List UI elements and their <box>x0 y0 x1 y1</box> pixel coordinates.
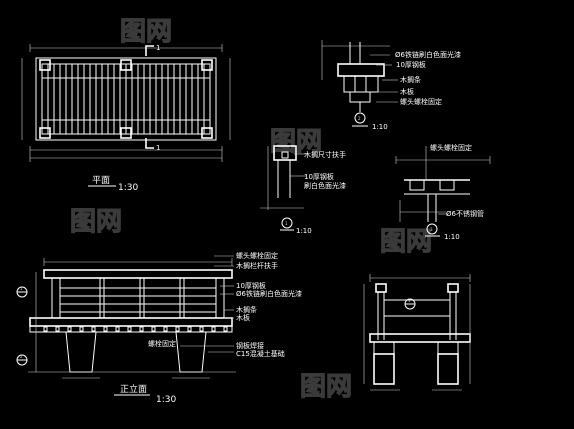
watermark-text: 图网 <box>300 372 352 402</box>
annotation: 螺头螺栓固定 <box>430 143 472 152</box>
elevation-title: 正立面 <box>120 383 147 395</box>
annotation: 螺头螺栓固定 <box>236 251 278 260</box>
bolt-mark <box>163 326 168 332</box>
plan-scale: 1:30 <box>118 183 138 193</box>
elevation-scale: 1:30 <box>156 395 176 405</box>
annotation: 钢板焊接 <box>236 341 264 350</box>
bolt-mark <box>127 326 132 332</box>
watermark-text: 图网 <box>380 227 432 257</box>
annotation: 木板 <box>400 87 414 96</box>
section-mark-label: 1 <box>156 44 160 52</box>
annotation: 10厚钢板 <box>304 172 334 181</box>
reference-marker: 2 <box>20 354 23 359</box>
bolt-mark <box>103 326 108 332</box>
bolt-mark <box>211 326 216 332</box>
annotation: Ø6铁链刷白色面光漆 <box>395 50 461 59</box>
annotation: 10厚钢板 <box>236 281 266 290</box>
annotation: 刷白色面光漆 <box>304 181 346 190</box>
plan-title: 平面 <box>92 175 110 186</box>
bolt-mark <box>43 326 48 332</box>
annotation: 木板 <box>236 313 250 322</box>
bolt-mark <box>151 326 156 332</box>
reference-marker: 1 <box>408 298 411 303</box>
bolt-mark <box>67 326 72 332</box>
annotation: Ø6铁链刷白色面光漆 <box>236 289 302 298</box>
plan-view: 1 1 平面 1:30 <box>21 44 231 193</box>
watermark-text: 图网 <box>120 17 172 47</box>
bolt-mark <box>175 326 180 332</box>
annotation: 螺栓固定 <box>148 339 176 348</box>
bolt-mark <box>139 326 144 332</box>
side-section: 1 <box>363 274 471 391</box>
annotation: 10厚钢板 <box>396 60 426 69</box>
bolt-mark <box>199 326 204 332</box>
annotation: 木搁条 <box>236 305 257 314</box>
detail-2: 木搁尺寸扶手 10厚钢板 刷白色面光漆 1 1:10 <box>260 145 346 235</box>
watermark-text: 图网 <box>70 207 122 237</box>
detail-scale: 1:10 <box>444 233 460 241</box>
detail-scale: 1:10 <box>372 123 388 131</box>
detail-scale: 1:10 <box>296 227 312 235</box>
section-mark-label: 1 <box>156 144 160 152</box>
bolt-mark <box>223 326 228 332</box>
front-elevation: 1 2 螺头螺栓固定 木搁栏杆扶手 10厚钢板 Ø6铁链刷白色面光漆 木搁条 木… <box>16 251 302 405</box>
annotation: 木搁条 <box>400 75 421 84</box>
detail-3: 螺头螺栓固定 Ø6不锈钢管 3 1:10 <box>395 143 491 241</box>
reference-marker: 1 <box>20 286 23 291</box>
bolt-mark <box>115 326 120 332</box>
watermark-layer: 图网 图网 图网 图网 图网 <box>69 16 432 402</box>
annotation: 木搁栏杆扶手 <box>236 261 278 270</box>
annotation: 螺头螺栓固定 <box>400 97 442 106</box>
detail-marker: 3 <box>430 227 433 232</box>
bolt-mark <box>55 326 60 332</box>
detail-1: Ø6铁链刷白色面光漆 10厚钢板 木搁条 木板 螺头螺栓固定 2 1:10 <box>321 40 461 131</box>
bolt-mark <box>79 326 84 332</box>
annotation: Ø6不锈钢管 <box>446 209 484 218</box>
detail-marker: 1 <box>285 221 288 226</box>
bolt-mark <box>187 326 192 332</box>
detail-marker: 2 <box>358 116 361 121</box>
annotation: 木搁尺寸扶手 <box>304 150 346 159</box>
bolt-mark <box>91 326 96 332</box>
annotation: C15混凝土基础 <box>236 349 285 358</box>
